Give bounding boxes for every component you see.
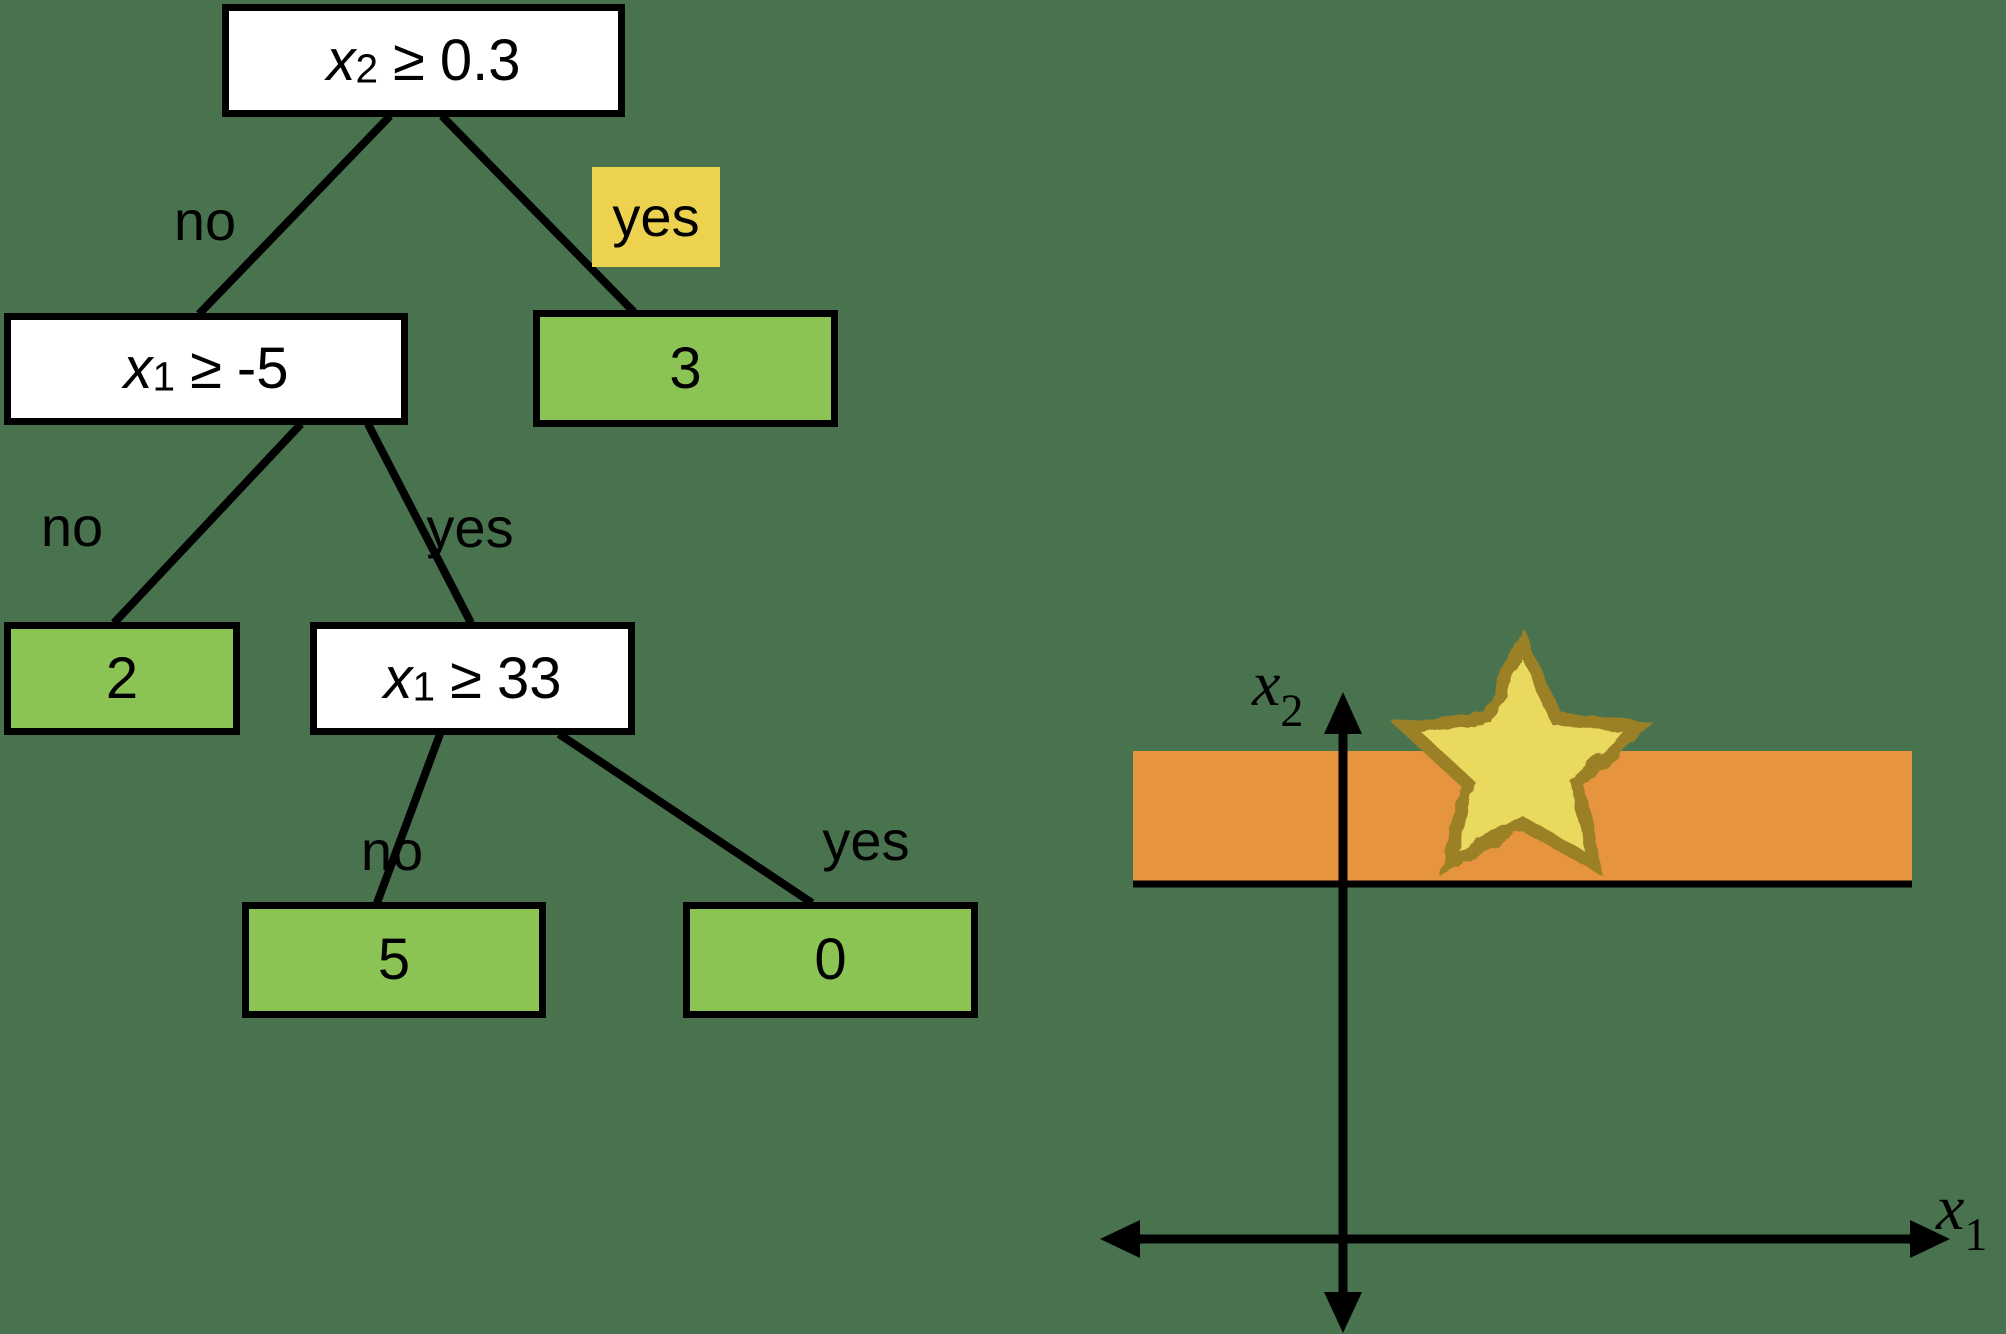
edge-root-no [196, 113, 393, 317]
node-root-threshold: 0.3 [439, 27, 521, 93]
node-left-threshold: -5 [236, 336, 289, 401]
y-axis-label: x2 [1252, 648, 1304, 736]
y-axis-top-arrowhead [1324, 692, 1362, 734]
edge-left-no [111, 421, 304, 626]
leaf-left-no-value: 2 [105, 645, 139, 711]
leaf-root-yes-value: 3 [669, 335, 702, 401]
node-root-op: ≥ [393, 27, 425, 93]
y-axis-bottom-arrowhead [1324, 1292, 1362, 1333]
node-mid-op: ≥ [450, 645, 482, 711]
edge-mid-no [373, 732, 444, 905]
node-mid-threshold: 33 [496, 645, 562, 711]
y-axis-label-var: x [1252, 648, 1281, 719]
branch-label-root-no: no [173, 189, 237, 252]
leaf-mid-no-value: 5 [377, 927, 411, 992]
leaf-mid-no: 5 [242, 902, 546, 1018]
leaf-mid-yes-value: 0 [814, 927, 847, 992]
x-axis-left-arrowhead [1100, 1220, 1140, 1258]
branch-label-mid-yes: yes [822, 809, 910, 872]
edge-root-yes [439, 113, 637, 315]
branch-label-root-yes-highlighted: yes [592, 167, 720, 267]
branch-label-mid-no: no [360, 819, 424, 882]
node-mid-var: x [383, 645, 413, 711]
node-root-var: x [326, 27, 356, 93]
edge-left-yes [364, 422, 475, 625]
leaf-left-no: 2 [4, 622, 240, 735]
x-axis-label-var: x [1936, 1172, 1965, 1243]
branch-label-left-yes: yes [426, 496, 514, 559]
edge-mid-yes [556, 730, 815, 907]
leaf-root-yes: 3 [533, 310, 838, 427]
x-axis-right-arrowhead [1910, 1220, 1950, 1258]
node-left-op: ≥ [190, 336, 222, 401]
star-icon [1391, 627, 1653, 877]
x-axis-label: x1 [1936, 1172, 1988, 1260]
branch-label-left-no: no [40, 495, 104, 558]
leaf-mid-yes: 0 [683, 902, 978, 1018]
node-left-var: x [123, 336, 153, 401]
